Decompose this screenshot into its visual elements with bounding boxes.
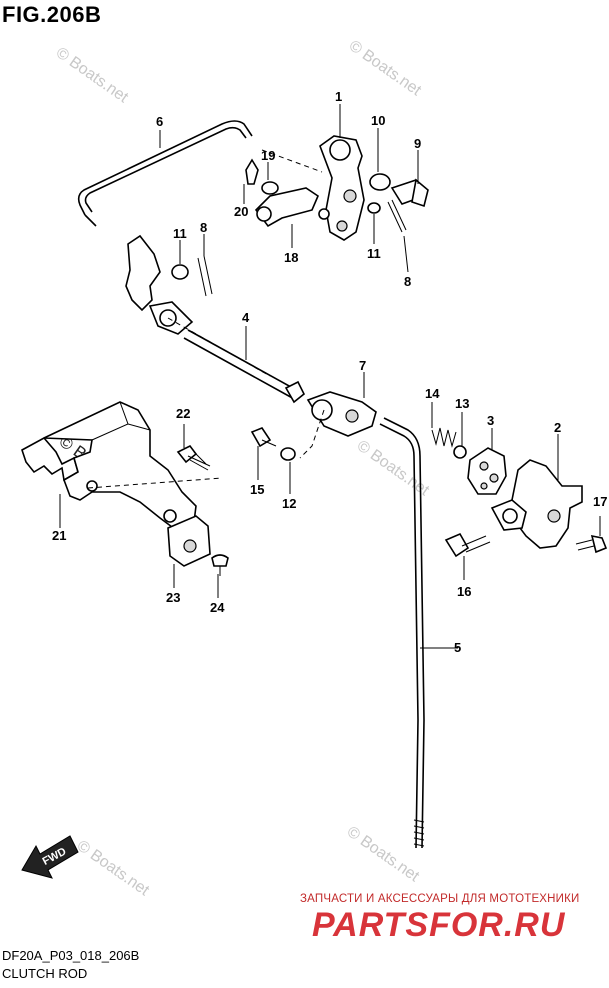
callout-22: 22 [176, 406, 190, 421]
watermark-1: © Boats.net [53, 44, 132, 106]
part-5-clutch-rod [379, 417, 425, 849]
figure-title: FIG.206B [2, 2, 102, 27]
leader-lines [59, 104, 601, 649]
callout-1: 1 [335, 89, 342, 104]
part-21-bracket [21, 401, 197, 531]
part-18-arm [254, 187, 330, 228]
part-9-bolt [390, 178, 429, 208]
part-7-connector [299, 391, 377, 459]
callout-2: 2 [554, 420, 561, 435]
leader-bracket [87, 477, 223, 489]
part-14-spring [431, 427, 457, 448]
callout-12: 12 [282, 496, 296, 511]
part-11-washer-left [171, 264, 189, 280]
part-20-clip [245, 158, 259, 185]
part-15-screw [250, 427, 277, 448]
callout-16: 16 [457, 584, 471, 599]
callout-11-left: 11 [173, 226, 187, 241]
callout-11-right: 11 [367, 246, 381, 261]
callout-10: 10 [371, 113, 385, 128]
watermark-4: © Boats.net [344, 823, 423, 885]
callout-19: 19 [261, 148, 275, 163]
figure-code: DF20A_P03_018_206B [2, 948, 140, 963]
part-16-bolt [444, 532, 491, 558]
callout-6: 6 [156, 114, 163, 129]
callout-3: 3 [487, 413, 494, 428]
part-3-detent-plate [467, 447, 507, 495]
callout-5: 5 [454, 640, 461, 655]
figure-caption: CLUTCH ROD [2, 966, 88, 981]
watermark-5: © Boats.net [74, 837, 153, 899]
callout-20: 20 [234, 204, 248, 219]
part-17-bolt [575, 534, 608, 554]
part-2-clutch-cam [490, 459, 583, 549]
callout-14: 14 [425, 386, 440, 401]
part-19-washer [261, 181, 279, 195]
watermark-2: © Boats.net [346, 37, 425, 99]
callout-17: 17 [593, 494, 607, 509]
part-1-lever [261, 135, 365, 241]
part-22-bolt [176, 444, 211, 471]
callout-18: 18 [284, 250, 298, 265]
part-12-washer [280, 447, 296, 461]
callout-21: 21 [52, 528, 66, 543]
part-8-pin-upper [387, 199, 407, 233]
callout-8-left: 8 [200, 220, 207, 235]
callout-8-right: 8 [404, 274, 411, 289]
callout-4: 4 [242, 310, 250, 325]
part-13-ball [453, 445, 467, 459]
callout-9: 9 [414, 136, 421, 151]
callout-7: 7 [359, 358, 366, 373]
part-8-pin-left [197, 255, 213, 297]
part-4-shift-shaft [125, 234, 306, 404]
callout-13: 13 [455, 396, 469, 411]
callout-23: 23 [166, 590, 180, 605]
footer-ru-text: ЗАПЧАСТИ И АКСЕССУАРЫ ДЛЯ МОТОТЕХНИКИ [300, 893, 580, 905]
callout-15: 15 [250, 482, 264, 497]
footer-logo: PARTSFOR.RU [312, 906, 566, 944]
part-10-washer [369, 173, 391, 191]
part-24-screw [211, 554, 229, 576]
part-11-washer-upper [367, 202, 381, 214]
part-23-plate [167, 515, 211, 567]
part-6-link-rod [77, 120, 253, 227]
callout-24: 24 [210, 600, 225, 615]
fwd-arrow: FWD [21, 835, 79, 879]
